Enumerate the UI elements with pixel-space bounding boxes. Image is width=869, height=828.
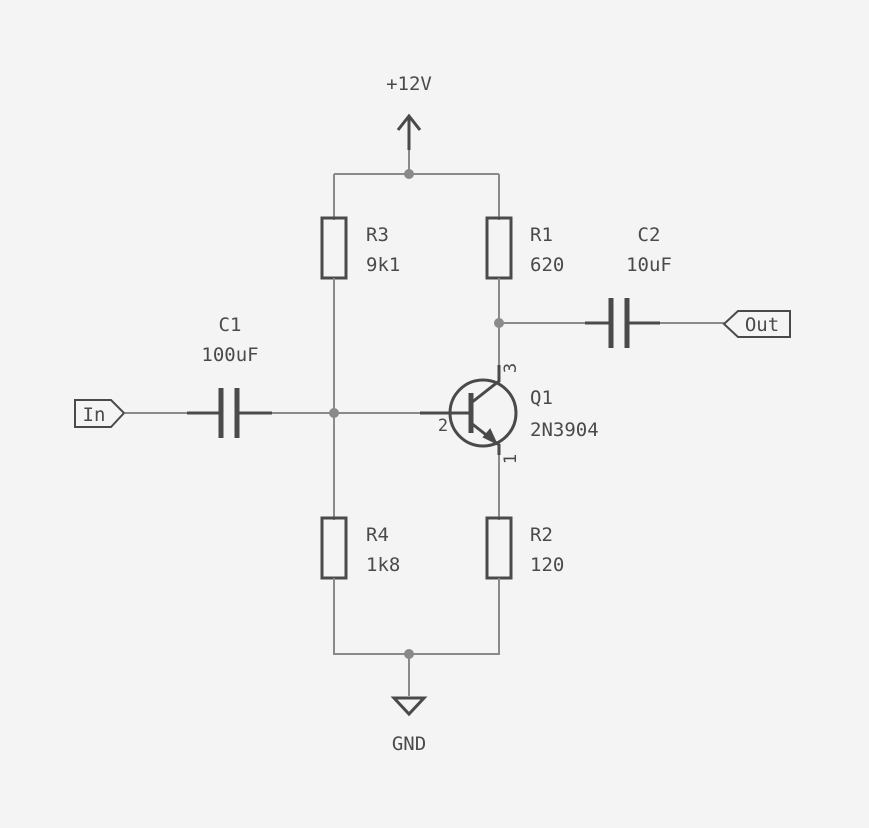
resistor-r1-body bbox=[485, 216, 513, 280]
junction-base bbox=[329, 408, 339, 418]
input-port-label: In bbox=[83, 404, 106, 426]
capacitor-c1[interactable]: C1 100uF bbox=[187, 314, 272, 438]
resistor-r3[interactable]: R3 9k1 bbox=[320, 216, 400, 280]
resistor-r3-body bbox=[320, 216, 348, 280]
r3-ref: R3 bbox=[366, 224, 389, 246]
q1-ref: Q1 bbox=[530, 387, 553, 409]
r1-value: 620 bbox=[530, 254, 564, 276]
r3-value: 9k1 bbox=[366, 254, 400, 276]
c1-ref: C1 bbox=[219, 314, 242, 336]
ground-icon bbox=[390, 696, 428, 717]
emitter-arrow-icon bbox=[482, 428, 499, 446]
r1-ref: R1 bbox=[530, 224, 553, 246]
capacitor-c2-plates bbox=[608, 298, 630, 348]
input-port[interactable]: In bbox=[74, 399, 126, 428]
transistor-q1[interactable]: 2 3 1 Q1 2N3904 bbox=[420, 363, 599, 464]
q1-value: 2N3904 bbox=[530, 419, 599, 441]
q1-pin-emitter: 1 bbox=[501, 454, 521, 464]
input-port-shape bbox=[74, 399, 126, 428]
ground-label: GND bbox=[392, 733, 426, 755]
q1-pin-collector: 3 bbox=[501, 363, 521, 373]
junction-bottom bbox=[404, 649, 414, 659]
junction-top bbox=[404, 169, 414, 179]
resistor-r1[interactable]: R1 620 bbox=[485, 216, 564, 280]
supply-rail: +12V bbox=[333, 73, 500, 220]
resistor-r2-body bbox=[485, 516, 513, 580]
resistor-r4[interactable]: R4 1k8 bbox=[320, 516, 400, 580]
resistor-r2[interactable]: R2 120 bbox=[485, 516, 564, 580]
r4-value: 1k8 bbox=[366, 554, 400, 576]
junction-collector bbox=[494, 318, 504, 328]
ground-rail: GND bbox=[333, 578, 500, 755]
capacitor-c2[interactable]: C2 10uF bbox=[585, 224, 672, 348]
r2-value: 120 bbox=[530, 554, 564, 576]
supply-label: +12V bbox=[386, 73, 432, 95]
c2-value: 10uF bbox=[626, 254, 672, 276]
resistor-r4-body bbox=[320, 516, 348, 580]
capacitor-c1-plates bbox=[218, 388, 240, 438]
c1-value: 100uF bbox=[201, 344, 258, 366]
q1-pin-base: 2 bbox=[438, 416, 448, 436]
c2-ref: C2 bbox=[638, 224, 661, 246]
output-port[interactable]: Out bbox=[722, 310, 791, 338]
output-port-shape bbox=[722, 310, 791, 338]
r2-ref: R2 bbox=[530, 524, 553, 546]
output-port-label: Out bbox=[745, 314, 779, 336]
power-arrow-icon bbox=[396, 113, 422, 150]
r4-ref: R4 bbox=[366, 524, 389, 546]
